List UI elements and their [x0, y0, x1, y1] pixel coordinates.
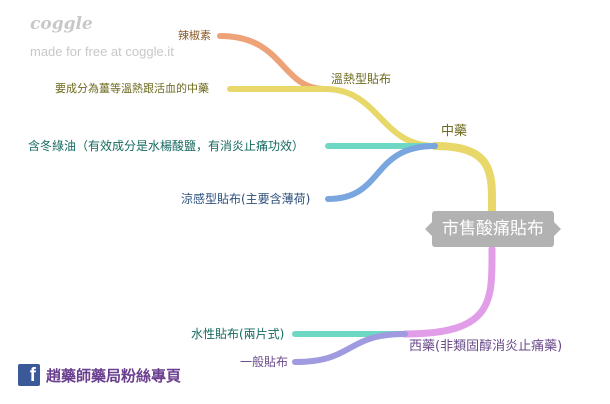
root-node[interactable]: 市售酸痛貼布	[425, 211, 561, 247]
coggle-logo: coggle	[30, 14, 93, 34]
link-chinese-cooling	[325, 143, 438, 202]
facebook-icon[interactable]: f	[18, 364, 40, 386]
node-chinese-medicine[interactable]: 中藥	[441, 124, 468, 139]
coggle-tagline: made for free at coggle.it	[30, 44, 174, 59]
facebook-icon-glyph: f	[29, 365, 36, 386]
link-root-western	[401, 245, 496, 338]
facebook-fanpage[interactable]: f 趙藥師藥局粉絲專頁	[18, 364, 181, 386]
link-root-chinese	[431, 142, 497, 214]
node-water-patch[interactable]: 水性貼布(兩片式)	[191, 327, 285, 341]
node-ginger[interactable]: 要成分為薑等溫熱跟活血的中藥	[55, 82, 209, 95]
link-heat-capsaicin	[217, 33, 328, 92]
fanpage-label[interactable]: 趙藥師藥局粉絲專頁	[46, 366, 182, 385]
node-heat-patch[interactable]: 溫熱型貼布	[331, 72, 392, 86]
node-wintergreen[interactable]: 含冬綠油（有效成分是水楊酸鹽，有消炎止痛功效）	[28, 139, 305, 153]
node-general-patch[interactable]: 一般貼布	[240, 355, 289, 369]
node-capsaicin[interactable]: 辣椒素	[178, 29, 211, 42]
link-chinese-heat	[322, 86, 438, 149]
link-western-general	[292, 331, 408, 365]
node-cooling-patch[interactable]: 涼感型貼布(主要含薄荷)	[181, 192, 311, 206]
node-western-medicine[interactable]: 西藥(非類固醇消炎止痛藥)	[409, 339, 563, 354]
